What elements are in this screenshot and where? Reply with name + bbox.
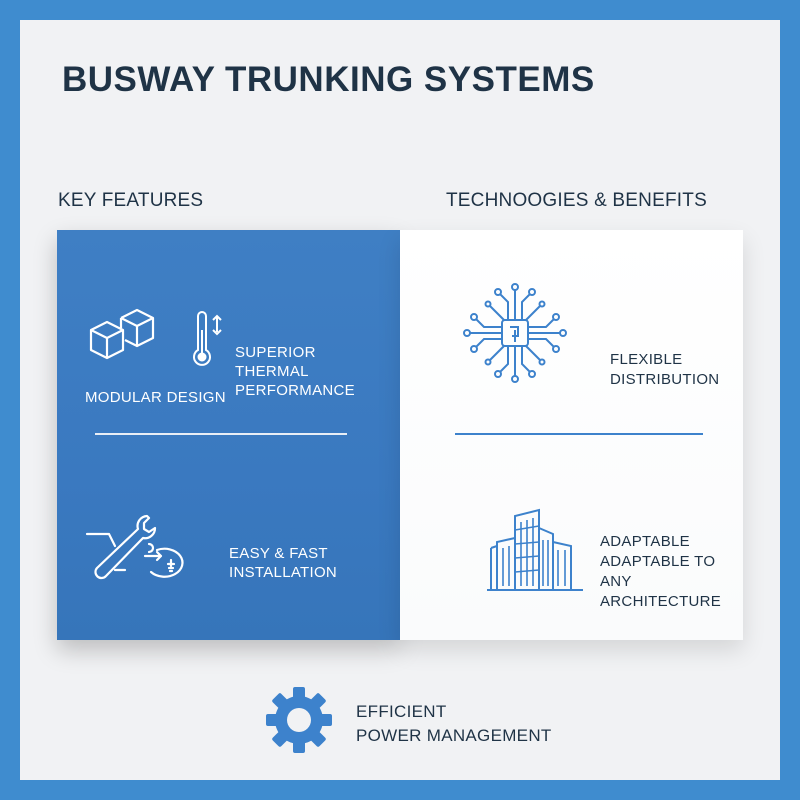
left-divider bbox=[95, 433, 347, 435]
infographic-card: BUSWAY TRUNKING SYSTEMS KEY FEATURES TEC… bbox=[20, 20, 780, 780]
circuit-icon bbox=[463, 283, 567, 383]
page-title: BUSWAY TRUNKING SYSTEMS bbox=[62, 60, 595, 99]
adapt-line-3: ARCHITECTURE bbox=[600, 593, 722, 610]
footer-efficient-power: EFFICIENT POWER MANAGEMENT bbox=[356, 700, 552, 748]
flex-line-2: DISTRIBUTION bbox=[610, 371, 720, 388]
gear-icon bbox=[266, 687, 332, 753]
benefit-flexible-distribution: FLEXIBLE DISTRIBUTION bbox=[610, 350, 719, 390]
adapt-line-1: ADAPTABLE bbox=[600, 533, 690, 550]
thermal-line-2: THERMAL bbox=[235, 363, 309, 380]
footer-line-2: POWER MANAGEMENT bbox=[356, 726, 552, 745]
install-line-2: INSTALLATION bbox=[229, 564, 338, 581]
thermal-line-1: SUPERIOR bbox=[235, 344, 316, 361]
feature-easy-installation: EASY & FAST INSTALLATION bbox=[229, 544, 337, 582]
adapt-line-2: ADAPTABLE TO ANY bbox=[600, 553, 716, 590]
key-features-heading: KEY FEATURES bbox=[58, 190, 204, 211]
buildings-icon bbox=[487, 508, 583, 591]
flex-line-1: FLEXIBLE bbox=[610, 351, 683, 368]
feature-modular-design: MODULAR DESIGN bbox=[85, 388, 226, 407]
footer-line-1: EFFICIENT bbox=[356, 702, 447, 721]
thermal-line-3: PERFORMANCE bbox=[235, 382, 355, 399]
technologies-benefits-heading: TECHNOOGIES & BENEFITS bbox=[446, 190, 707, 211]
benefit-adaptable: ADAPTABLE ADAPTABLE TO ANY ARCHITECTURE bbox=[600, 532, 743, 612]
thermometer-icon bbox=[193, 311, 222, 366]
feature-thermal-performance: SUPERIOR THERMAL PERFORMANCE bbox=[235, 343, 355, 400]
install-line-1: EASY & FAST bbox=[229, 545, 328, 562]
technologies-benefits-panel: FLEXIBLE DISTRIBUTION ADAPTABLE ADAPTABL… bbox=[400, 230, 743, 640]
modular-design-label: MODULAR DESIGN bbox=[85, 389, 226, 406]
boxes-icon bbox=[89, 308, 155, 360]
wrench-icon bbox=[85, 514, 184, 580]
right-divider bbox=[455, 433, 703, 435]
key-features-panel: MODULAR DESIGN SUPERIOR THERMAL PERFORMA… bbox=[57, 230, 400, 640]
